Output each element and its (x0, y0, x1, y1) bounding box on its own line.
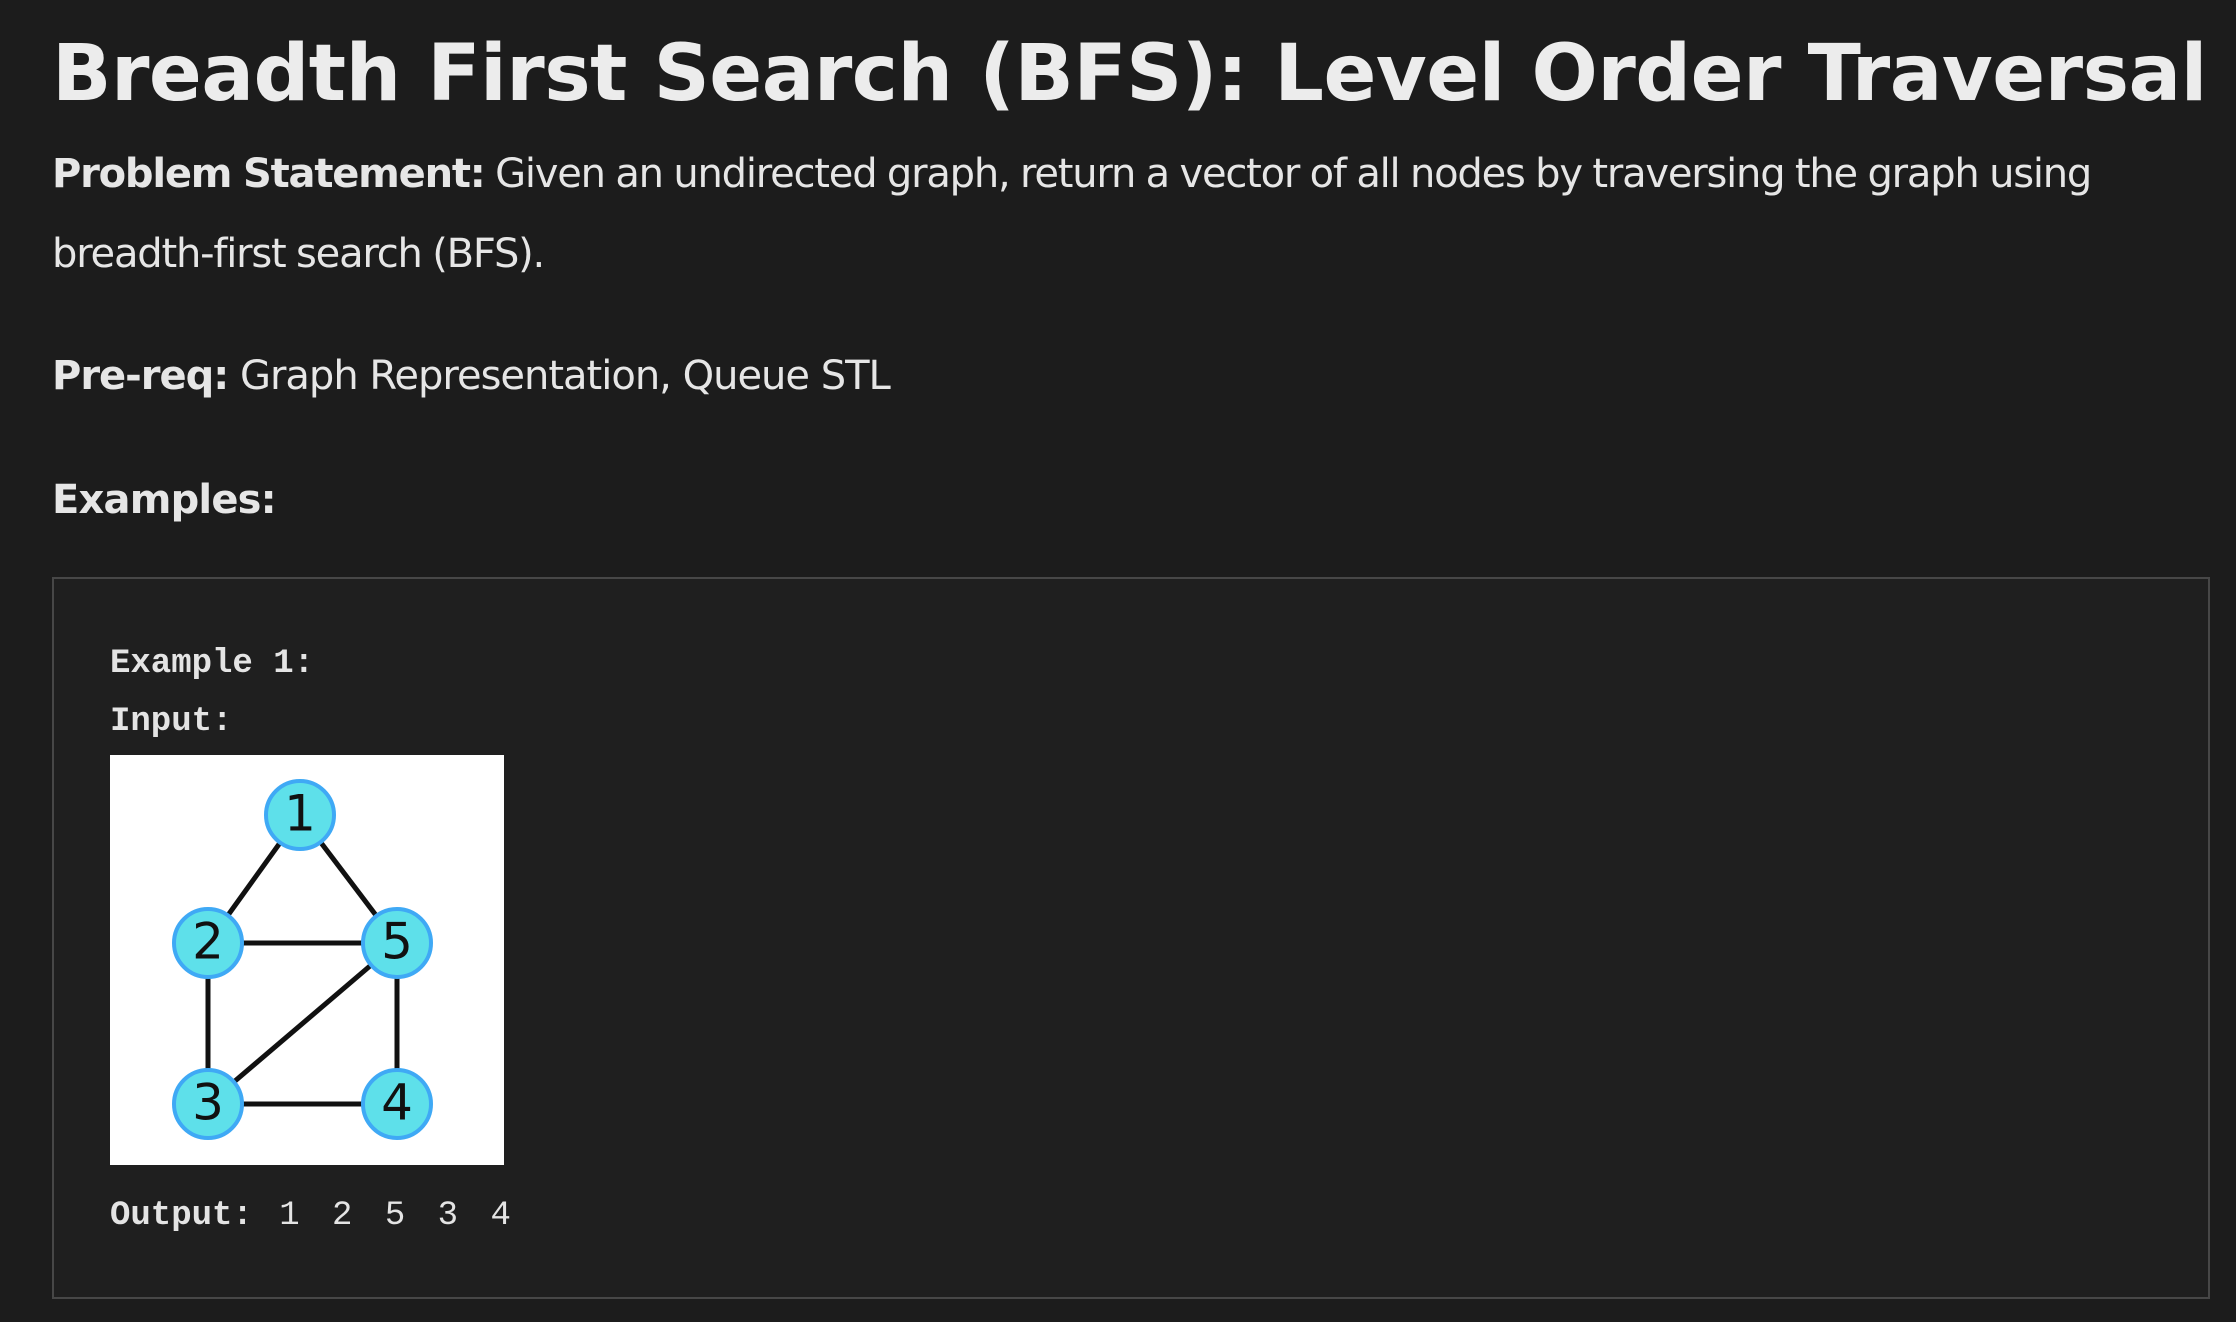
problem-statement-text: Given an undirected graph, return a vect… (52, 151, 2092, 277)
prereq-label: Pre-req: (52, 353, 229, 399)
output-label: Output: (110, 1197, 253, 1235)
graph-node-label-4: 4 (381, 1074, 413, 1132)
output-line: Output: 1 2 5 3 4 (110, 1197, 517, 1235)
graph-node-4 (361, 1068, 433, 1140)
example-title: Example 1: (110, 645, 314, 683)
example-title-text: Example 1: (110, 645, 315, 683)
graph-node-1 (264, 779, 336, 851)
graph-node-label-2: 2 (192, 913, 224, 971)
input-label: Input: (110, 703, 232, 741)
examples-heading: Examples: (52, 477, 277, 523)
graph-diagram: 1 2 5 3 4 (172, 779, 433, 1140)
graph-image: 1 2 5 3 4 (110, 755, 504, 1165)
input-label-text: Input: (110, 703, 233, 741)
graph-node-label-1: 1 (284, 785, 316, 843)
graph-node-label-5: 5 (381, 913, 413, 971)
graph-node-2 (172, 907, 244, 979)
prereq-text: Graph Representation, Queue STL (228, 353, 891, 399)
graph-node-label-3: 3 (192, 1074, 224, 1132)
graph-node-3 (172, 1068, 244, 1140)
example-box: Example 1: Input: 1 2 5 3 4 Output: 1 2 5 3 … (52, 577, 2210, 1299)
problem-statement: Problem Statement: Given an undirected g… (52, 134, 2192, 294)
prereq: Pre-req: Graph Representation, Queue STL (52, 336, 891, 416)
graph-node-5 (361, 907, 433, 979)
problem-statement-label: Problem Statement: (52, 151, 486, 197)
output-value: 1 2 5 3 4 (252, 1197, 517, 1235)
graph-edge-3-5 (206, 941, 399, 1106)
page-title: Breadth First Search (BFS): Level Order … (52, 29, 2207, 119)
